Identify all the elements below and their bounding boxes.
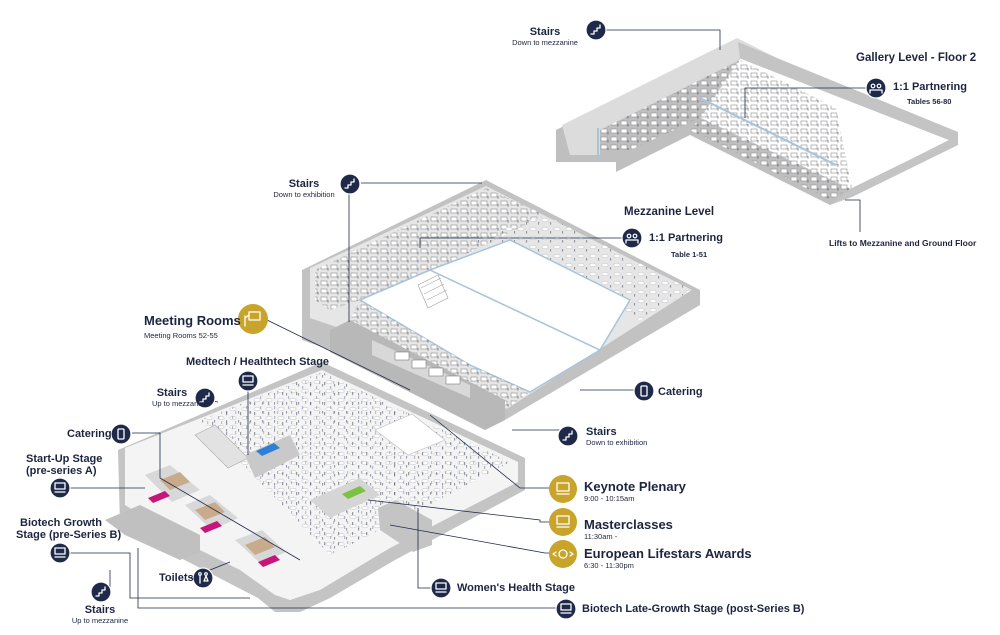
- partnering-icon[interactable]: [865, 77, 887, 99]
- stairs-icon[interactable]: [194, 387, 216, 409]
- lifts-label: Lifts to Mezzanine and Ground Floor: [829, 238, 977, 248]
- keynote-label: Keynote Plenary 9:00 - 10:15am: [584, 479, 686, 503]
- startup-stage-line2: (pre-series A): [26, 465, 97, 477]
- presentation-icon[interactable]: [238, 304, 268, 334]
- stairs-mezz-label: Stairs Down to exhibition: [272, 178, 336, 199]
- stairs-bottom-sub: Up to mezzanine: [71, 616, 129, 625]
- stage-icon[interactable]: [49, 542, 71, 564]
- womens-health-label: Women's Health Stage: [457, 582, 575, 594]
- stage-icon[interactable]: [549, 475, 577, 503]
- stairs-icon[interactable]: [557, 425, 579, 447]
- keynote-title: Keynote Plenary: [584, 479, 686, 494]
- catering-mezz-label: Catering: [658, 386, 703, 398]
- exhibition-level-floor: [105, 362, 525, 612]
- stage-icon[interactable]: [49, 477, 71, 499]
- stairs-bottom-label: Stairs Up to mezzanine: [70, 604, 130, 625]
- masterclasses-label: Masterclasses 11:30am -: [584, 517, 673, 541]
- partnering-icon[interactable]: [621, 227, 643, 249]
- biotech-growth-line1: Biotech Growth: [20, 517, 102, 529]
- stairs-bottom-title: Stairs: [84, 604, 116, 616]
- stage-icon[interactable]: [430, 577, 452, 599]
- leader-lines: [70, 29, 875, 609]
- stairs-up-left-sub: Up to mezzanine: [152, 399, 209, 408]
- biotech-late-label: Biotech Late-Growth Stage (post-Series B…: [582, 603, 805, 615]
- stage-icon[interactable]: [549, 508, 577, 536]
- stairs-up-left-label: Stairs Up to mezzanine: [152, 387, 209, 408]
- stage-icon[interactable]: [237, 370, 259, 392]
- meeting-rooms-title: Meeting Rooms: [144, 313, 241, 328]
- partnering-gallery-label: 1:1 Partnering Tables 56-80: [893, 81, 967, 106]
- awards-label: European Lifestars Awards 6:30 - 11:30pm: [584, 546, 752, 570]
- awards-sub: 6:30 - 11:30pm: [584, 561, 634, 570]
- keynote-sub: 9:00 - 10:15am: [584, 494, 635, 503]
- stairs-mezz-sub: Down to exhibition: [273, 190, 335, 199]
- biotech-growth-label: Biotech Growth Stage (pre-Series B): [16, 517, 122, 541]
- stairs-down-right-sub: Down to exhibition: [586, 438, 648, 447]
- partnering-mezz-title: 1:1 Partnering: [649, 232, 723, 244]
- stairs-top-title: Stairs: [529, 26, 561, 38]
- masterclasses-title: Masterclasses: [584, 517, 673, 532]
- startup-stage-label: Start-Up Stage (pre-series A): [26, 453, 103, 477]
- medtech-stage-label: Medtech / Healthtech Stage: [186, 356, 330, 368]
- gallery-level-title: Gallery Level - Floor 2: [856, 52, 977, 64]
- biotech-growth-line2: Stage (pre-Series B): [16, 529, 122, 541]
- gallery-level-floor: [556, 38, 958, 205]
- awards-title: European Lifestars Awards: [584, 546, 752, 561]
- partnering-gallery-sub: Tables 56-80: [907, 97, 952, 106]
- award-icon[interactable]: [549, 540, 577, 568]
- catering-icon[interactable]: [110, 423, 132, 445]
- partnering-mezz-label: 1:1 Partnering Table 1-51: [649, 232, 723, 259]
- partnering-gallery-title: 1:1 Partnering: [893, 81, 967, 93]
- catering-ground-label: Catering: [67, 428, 112, 440]
- stairs-down-right-title: Stairs: [586, 426, 617, 438]
- stairs-up-left-title: Stairs: [156, 387, 188, 399]
- toilets-label: Toilets: [159, 572, 194, 584]
- meeting-rooms-sub: Meeting Rooms 52-55: [144, 331, 218, 340]
- startup-stage-line1: Start-Up Stage: [26, 453, 103, 465]
- stairs-icon[interactable]: [339, 173, 361, 195]
- stairs-icon[interactable]: [585, 19, 607, 41]
- mezzanine-level-floor: [302, 180, 700, 430]
- stairs-top-sub: Down to mezzanine: [512, 38, 578, 47]
- stairs-top-label: Stairs Down to mezzanine: [510, 26, 580, 47]
- stairs-mezz-title: Stairs: [288, 178, 320, 190]
- stage-icon[interactable]: [555, 598, 577, 620]
- partnering-mezz-sub: Table 1-51: [671, 250, 708, 259]
- toilets-icon[interactable]: [192, 567, 214, 589]
- masterclasses-sub: 11:30am -: [584, 532, 618, 541]
- stairs-icon[interactable]: [90, 581, 112, 603]
- stairs-down-right-label: Stairs Down to exhibition: [586, 426, 647, 447]
- meeting-rooms-label: Meeting Rooms Meeting Rooms 52-55: [144, 313, 241, 340]
- mezzanine-level-title: Mezzanine Level: [624, 206, 715, 218]
- catering-icon[interactable]: [633, 380, 655, 402]
